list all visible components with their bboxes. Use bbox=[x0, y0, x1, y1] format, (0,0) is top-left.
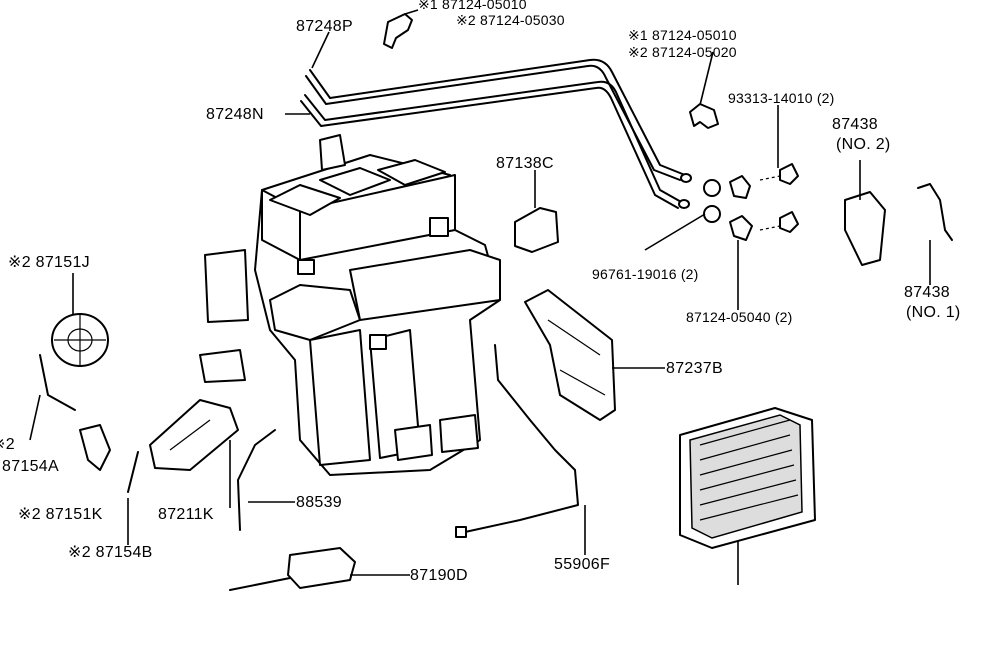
part-label-87438-b: 87438 bbox=[904, 284, 950, 301]
part-label-87211k: 87211K bbox=[158, 506, 214, 523]
part-label-87248n: 87248N bbox=[206, 106, 264, 123]
actuator-87190d bbox=[229, 547, 356, 591]
heater-unit-housing bbox=[199, 134, 501, 476]
case-87211k bbox=[149, 399, 239, 471]
part-label-87138c: 87138C bbox=[496, 155, 554, 172]
clamp-right bbox=[689, 103, 719, 129]
part-label-87237b: 87237B bbox=[666, 360, 723, 377]
heater-core bbox=[679, 407, 816, 549]
leader-lines bbox=[29, 9, 931, 585]
part-label-note-2: ※2 bbox=[0, 436, 15, 453]
part-label-55906f: 55906F bbox=[554, 556, 611, 573]
clamp-top bbox=[383, 13, 413, 49]
part-label-88539: 88539 bbox=[296, 494, 342, 511]
part-label-87124-05010-b: ※1 87124-05010 bbox=[628, 27, 737, 43]
part-label-87190d: 87190D bbox=[410, 567, 468, 584]
part-label-87124-05010-a: ※1 87124-05010 bbox=[418, 0, 527, 12]
part-label-no2: (NO. 2) bbox=[836, 136, 891, 153]
part-label-87154b: ※2 87154B bbox=[68, 544, 153, 561]
servo-motor-87151j bbox=[51, 313, 109, 367]
heater-pipes bbox=[300, 58, 692, 209]
o-rings bbox=[703, 163, 799, 241]
duct-87138c bbox=[514, 207, 559, 253]
cable-55906f bbox=[455, 344, 579, 538]
part-label-87124-05040: 87124-05040 (2) bbox=[686, 309, 793, 325]
part-label-87438-a: 87438 bbox=[832, 116, 878, 133]
part-label-96761-19016: 96761-19016 (2) bbox=[592, 266, 699, 282]
rod-87154a bbox=[39, 354, 76, 411]
part-label-no1: (NO. 1) bbox=[906, 304, 961, 321]
lever-87438-no2 bbox=[844, 191, 886, 266]
part-label-87124-05020: ※2 87124-05020 bbox=[628, 44, 737, 60]
part-label-87154a: 87154A bbox=[2, 458, 59, 475]
part-label-87248p: 87248P bbox=[296, 18, 353, 35]
part-label-87124-05030: ※2 87124-05030 bbox=[456, 12, 565, 28]
hose-88539 bbox=[237, 429, 276, 531]
lever-87151k bbox=[79, 424, 111, 471]
part-label-93313-14010: 93313-14010 (2) bbox=[728, 90, 835, 106]
part-label-87151k: ※2 87151K bbox=[18, 506, 103, 523]
rod-87154b bbox=[127, 451, 139, 493]
lever-87438-no1 bbox=[917, 183, 953, 241]
part-label-87151j: ※2 87151J bbox=[8, 254, 90, 271]
cover-87237b bbox=[524, 289, 616, 421]
